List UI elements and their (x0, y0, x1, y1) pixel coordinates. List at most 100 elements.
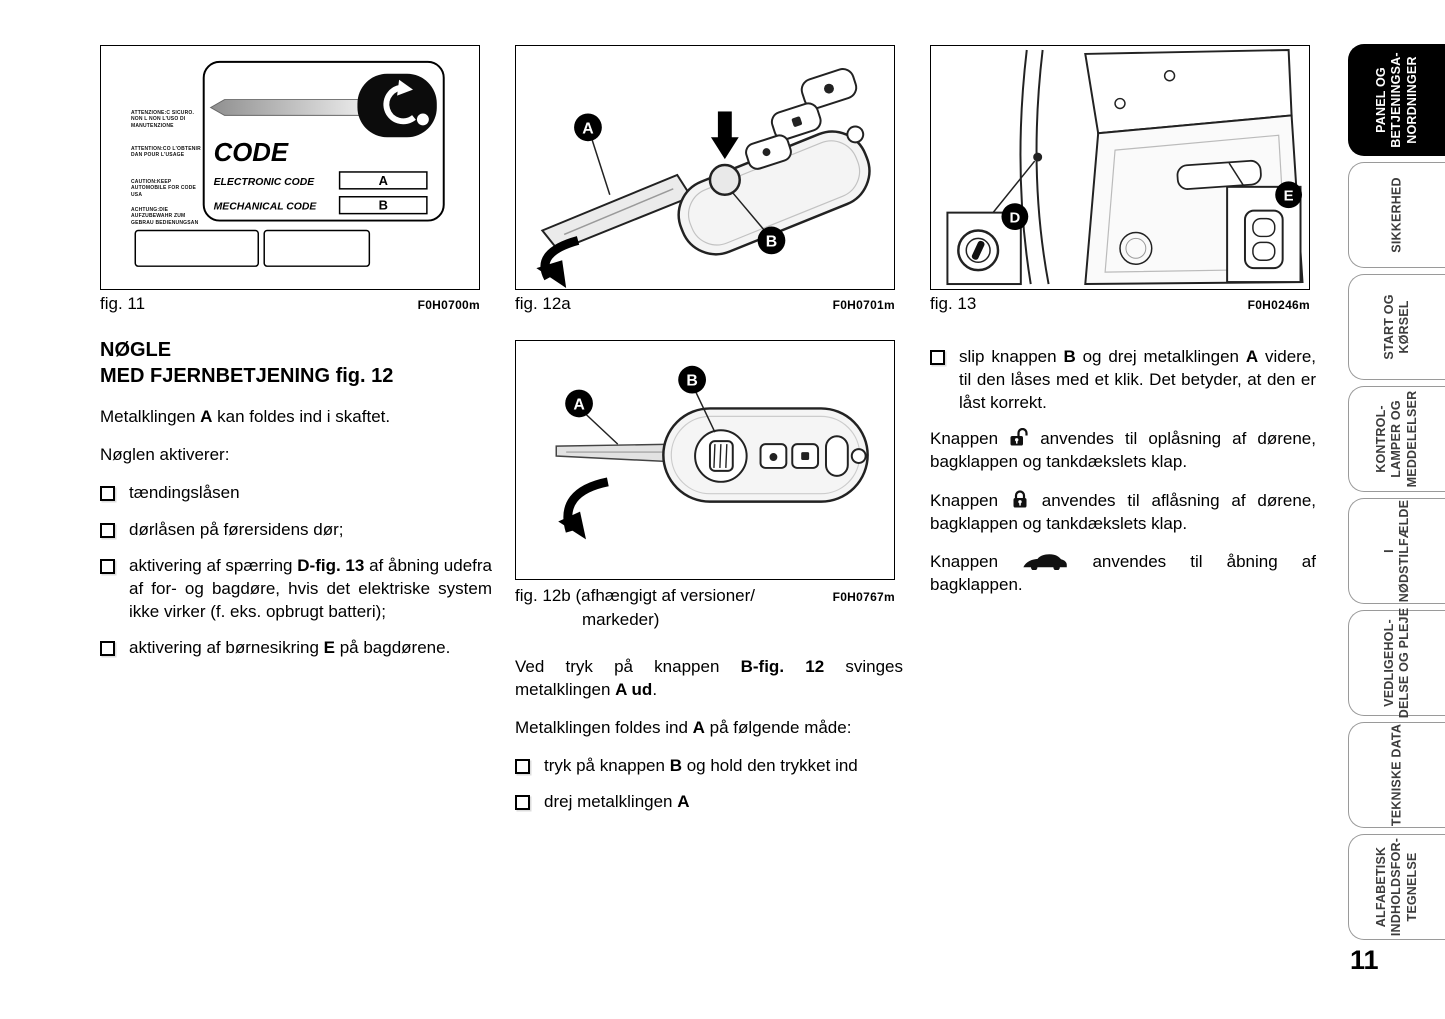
list-item: tændingslåsen (100, 481, 492, 504)
list-item: aktivering af børnesikring E på bagdøren… (100, 636, 492, 659)
tab-label: KONTROL- LAMPER OG MEDDELELSER (1374, 390, 1419, 488)
label-badge-d: D (1001, 203, 1029, 230)
list-item: tryk på knappen B og hold den trykket in… (515, 754, 903, 777)
figure-12a-meta: fig. 12a F0H0701m (515, 294, 895, 314)
label-badge-a: A (574, 113, 602, 142)
bullet-square-icon (515, 795, 530, 811)
tab-label: I NØDSTILFÆLDE (1381, 499, 1411, 603)
sidebar-tab-tekniske-data: TEKNISKE DATA (1348, 722, 1445, 828)
tab-label: ALFABETISK INDHOLDSFOR- TEGNELSE (1374, 837, 1419, 937)
tab-label: SIKKERHED (1389, 177, 1404, 253)
sidebar-tab-vedligeholdelse-og-pleje: VEDLIGEHOL- DELSE OG PLEJE (1348, 608, 1445, 718)
figure-11-box: CODE ELECTRONIC CODE A MECHANICAL CODE B… (100, 45, 480, 290)
electronic-code-value: A (379, 173, 388, 188)
bullet-square-icon (100, 486, 115, 502)
figure-13-meta: fig. 13 F0H0246m (930, 294, 1310, 314)
label-badge-a: A (565, 389, 593, 418)
unlock-icon (1009, 428, 1029, 448)
tab-label: TEKNISKE DATA (1389, 723, 1404, 827)
page-number: 11 (1350, 945, 1379, 975)
lock-icon (1010, 489, 1030, 510)
sidebar-tab-i-noedstilfaelde: I NØDSTILFÆLDE (1348, 498, 1445, 604)
sidebar-tab-alfabetisk-indholdsfortegnelse: ALFABETISK INDHOLDSFOR- TEGNELSE (1348, 834, 1445, 940)
left-text-column: NØGLE MED FJERNBETJENING fig. 12 Metalkl… (100, 338, 492, 672)
key-blade (209, 99, 366, 116)
bullet-square-icon (100, 640, 115, 656)
blank-label-box (134, 229, 260, 267)
list-item: aktivering af spærring D-fig. 13 af åbni… (100, 554, 492, 623)
sidebar-tab-panel-og-betjeningsanordninger: PANEL OG BETJENINGSA- NORDNINGER (1348, 44, 1445, 156)
key-transponder-icon (383, 79, 429, 126)
bullet-square-icon (930, 350, 945, 365)
fig12a-drawing: A B (536, 68, 871, 289)
fine-print-block: ATTENTION:CO L'OBTENIR DAN POUR L'USAGE (131, 146, 201, 159)
right-text-column: slip knappen B og drej metalklingen A vi… (930, 345, 1316, 611)
figure-12a-box: A B (515, 45, 895, 290)
figure-12b-code: F0H0767m (832, 590, 895, 604)
electronic-code-box (338, 171, 428, 190)
mechanical-code-label: MECHANICAL CODE (214, 202, 318, 213)
fine-print-block: CAUTION:KEEP AUTOMOBILE FOR CODE USA (131, 179, 197, 198)
paragraph-trunk-info: Knappen anvendes til åbning af bagklappe… (930, 551, 1316, 594)
door-pillar (1035, 49, 1050, 285)
door-handle (1176, 159, 1262, 190)
sidebar-tab-start-og-koersel: START OG KØRSEL (1348, 274, 1445, 380)
key-head (357, 73, 437, 138)
figure-12b-caption: fig. 12b (afhængigt af versioner/ (515, 586, 756, 605)
bullet-square-icon (100, 522, 115, 538)
section-heading: NØGLE MED FJERNBETJENING fig. 12 (100, 339, 394, 387)
key-buttons (745, 68, 858, 170)
fine-print-block: ATTENZIONE:C SICURO. NON L NON L'USO DI … (131, 110, 195, 129)
electronic-code-label: ELECTRONIC CODE (214, 177, 316, 188)
svg-text:A: A (573, 396, 585, 413)
tab-label: START OG KØRSEL (1381, 294, 1411, 360)
figure-13-code: F0H0246m (1247, 298, 1310, 312)
svg-text:B: B (766, 233, 777, 250)
list-item: drej metalklingen A (515, 790, 903, 813)
list-item: dørlåsen på førersidens dør; (100, 518, 492, 541)
fig12b-drawing: A B (555, 365, 869, 540)
lock-cylinder-inset (946, 211, 1022, 286)
figure-12a-caption: fig. 12a (515, 294, 571, 313)
sidebar-tab-sikkerhed: SIKKERHED (1348, 162, 1445, 268)
label-badge-b: B (678, 365, 706, 394)
sidebar-tab-kontrollamper-og-meddelelser: KONTROL- LAMPER OG MEDDELELSER (1348, 386, 1445, 492)
brand-button (694, 429, 748, 483)
car-icon (1022, 552, 1068, 571)
figure-11-meta: fig. 11 F0H0700m (100, 294, 480, 314)
figure-13-caption: fig. 13 (930, 294, 977, 313)
middle-text-column: Ved tryk på knappen B-fig. 12 svinges me… (515, 655, 903, 827)
svg-text:B: B (686, 373, 697, 390)
figure-12a-code: F0H0701m (832, 298, 895, 312)
key-blade (555, 443, 678, 463)
swing-arrow-icon (536, 236, 580, 289)
paragraph: Ved tryk på knappen B-fig. 12 svinges me… (515, 657, 903, 700)
fine-print-block: ACHTUNG:DIE AUFZUBEWAHR ZUM GEBRAU BEDIE… (131, 207, 199, 226)
swing-arrow-icon (558, 477, 609, 540)
fig11-drawing: CODE ELECTRONIC CODE A MECHANICAL CODE B (134, 60, 445, 267)
figure-13-box: D E (930, 45, 1310, 290)
tab-label: VEDLIGEHOL- DELSE OG PLEJE (1381, 607, 1411, 719)
svg-text:A: A (582, 120, 594, 137)
speaker (1119, 231, 1153, 265)
svg-text:E: E (1284, 189, 1294, 205)
tab-label: PANEL OG BETJENINGSA- NORDNINGER (1374, 52, 1419, 148)
mechanical-code-box (338, 196, 428, 215)
paragraph: Metalklingen foldes ind A på følgende må… (515, 718, 852, 738)
press-arrow-icon (710, 111, 739, 160)
blank-label-box (263, 229, 371, 267)
card-title: CODE (214, 139, 289, 167)
fig13-drawing: D E (946, 48, 1304, 286)
paragraph: Nøglen aktiverer: (100, 445, 230, 465)
key-buttons (759, 435, 867, 477)
figure-11-caption: fig. 11 (100, 294, 146, 313)
paragraph-lock-info: Knappen anvendes til aflåsning af dørene… (930, 489, 1316, 533)
figure-12b-caption-line2: markeder) (582, 610, 660, 629)
mechanical-code-value: B (379, 198, 388, 213)
label-badge-e: E (1275, 181, 1303, 209)
figure-12b-meta: fig. 12b (afhængigt af versioner/ F0H076… (515, 586, 895, 606)
paragraph-unlock-info: Knappen anvendes til oplåsning af dørene… (930, 428, 1316, 472)
bullet-square-icon (100, 558, 115, 574)
figure-12b-box: A B (515, 340, 895, 580)
